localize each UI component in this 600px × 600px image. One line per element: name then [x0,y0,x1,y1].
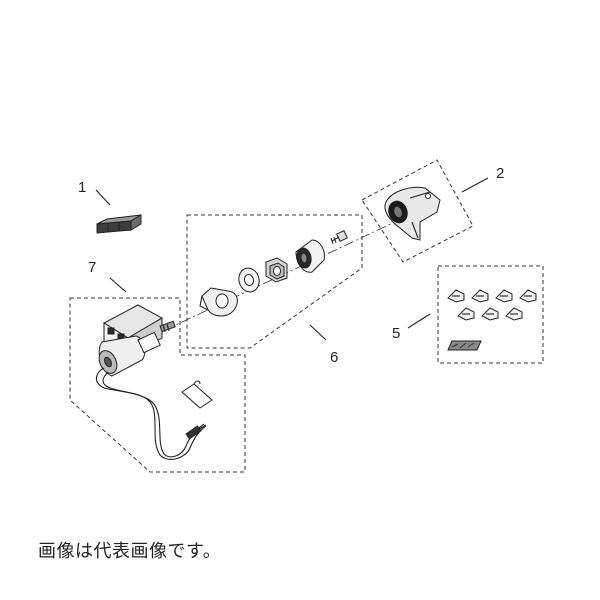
callout-6: 6 [330,349,338,366]
part-2-dashed-boundary [361,159,474,263]
leader-1 [95,189,111,206]
leader-6 [309,324,327,341]
clip-set [447,289,537,321]
part-2-group [361,159,474,263]
callout-2: 2 [496,165,504,182]
adhesive-pad [447,340,482,351]
bracket [199,287,238,317]
motor-wire-2 [102,371,205,458]
leader-7 [109,277,127,293]
part-5-dashed-boundary [437,265,544,364]
cable-connector [185,424,207,440]
part-2-knob [384,186,441,241]
washer [238,267,260,293]
part-6-group [186,214,363,349]
cap-sleeve [295,239,325,273]
part-6-dashed-boundary [186,214,363,349]
leader-5 [407,313,431,329]
motor-wire [95,367,207,460]
part-7-group [69,297,246,473]
leader-2 [461,177,489,193]
motor-unit [98,304,176,377]
callout-7: 7 [88,259,96,276]
part-5-group [437,265,544,364]
label-card [181,380,213,409]
callout-1: 1 [78,179,86,196]
callout-5: 5 [392,325,400,342]
part-7-dashed-boundary [69,297,246,473]
screw [330,230,348,245]
disclaimer-caption: 画像は代表画像です。 [38,541,222,562]
part-1-blocks [96,214,142,234]
hex-nut [265,257,288,283]
